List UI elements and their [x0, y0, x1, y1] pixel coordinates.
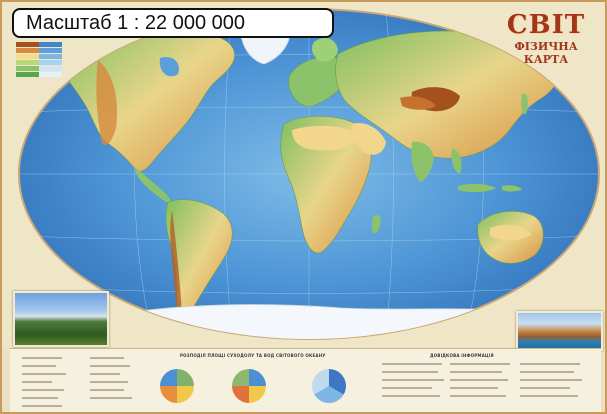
map-subtitle-line1: ФІЗИЧНА [514, 40, 578, 53]
elevation-legend [16, 42, 62, 78]
india [411, 141, 434, 182]
arabian-peninsula [351, 122, 386, 155]
map-title-block: СВІТ ФІЗИЧНА КАРТА [488, 10, 604, 66]
distribution-heading: РОЗПОДІЛ ПЛОЩІ СУХОДОЛУ ТА ВОД СВІТОВОГО… [180, 353, 326, 358]
madagascar [372, 214, 381, 234]
map-title: СВІТ [506, 10, 586, 40]
africa [280, 115, 372, 254]
reference-heading: ДОВІДКОВА ІНФОРМАЦІЯ [430, 353, 494, 358]
map-subtitle-line2: КАРТА [523, 53, 569, 66]
pie-chart-1 [160, 369, 194, 403]
map-scale-label: Масштаб 1 : 22 000 000 [12, 8, 334, 38]
indonesia [458, 183, 522, 193]
landscape-photo-coast [516, 311, 603, 351]
japan [521, 93, 529, 115]
central-america [135, 168, 171, 204]
landscape-photo-mountain [13, 291, 109, 347]
pie-chart-2 [232, 369, 266, 403]
info-panel: РОЗПОДІЛ ПЛОЩІ СУХОДОЛУ ТА ВОД СВІТОВОГО… [10, 348, 601, 412]
pie-chart-3 [312, 369, 346, 403]
world-map [2, 2, 605, 347]
